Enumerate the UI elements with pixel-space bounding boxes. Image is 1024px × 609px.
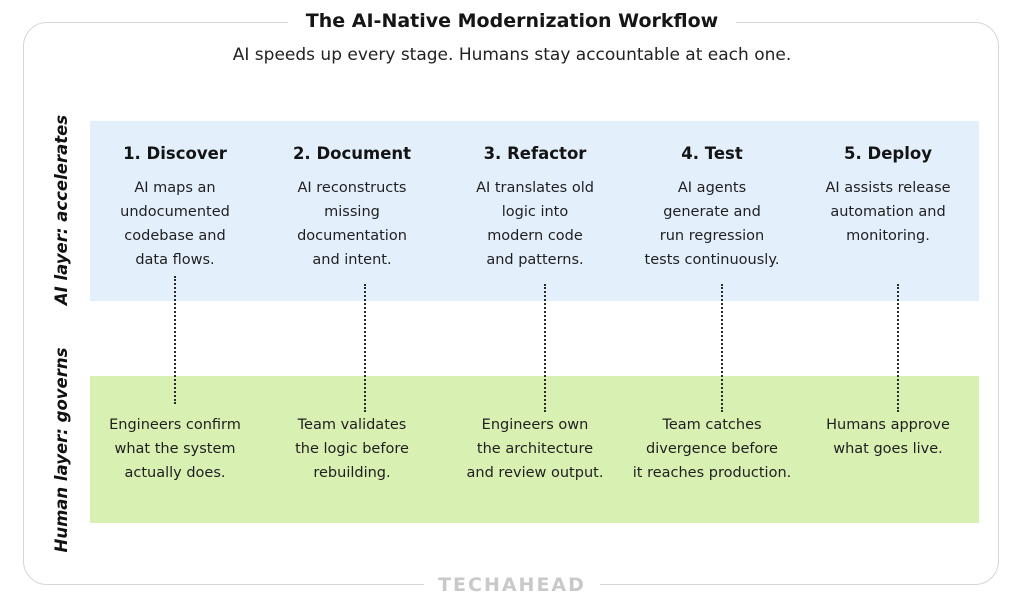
page-subtitle: AI speeds up every stage. Humans stay ac… <box>232 45 792 65</box>
human-description-line: Engineers own <box>481 417 589 433</box>
ai-description-line: AI maps an <box>134 180 216 196</box>
human-description-line: what goes live. <box>833 441 943 457</box>
ai-description-line: AI reconstructs <box>297 180 407 196</box>
page-title-wrap: The AI-Native Modernization Workflow <box>0 8 1024 34</box>
brand-logo: TECHAHEAD <box>424 574 600 596</box>
human-layer-band <box>90 376 979 523</box>
dotted-connector <box>544 284 546 412</box>
ai-description-line: and intent. <box>312 252 392 268</box>
dotted-connector <box>174 276 176 404</box>
ai-description-line: modern code <box>487 228 583 244</box>
stage-title: 2. Document <box>292 144 412 163</box>
stage-title: 3. Refactor <box>483 144 587 163</box>
ai-description-line: data flows. <box>135 252 215 268</box>
ai-description-line: tests continuously. <box>644 252 780 268</box>
page-title: The AI-Native Modernization Workflow <box>287 8 737 34</box>
human-description-line: and review output. <box>466 465 604 481</box>
stage-ai-description: AI reconstructs missing documentation and i… <box>264 176 440 272</box>
human-description-line: Engineers confirm <box>109 417 241 433</box>
human-description-line: the logic before <box>295 441 409 457</box>
ai-description-line: automation and <box>830 204 946 220</box>
dotted-connector <box>721 284 723 412</box>
human-description-line: Humans approve <box>826 417 950 433</box>
stage-title: 1. Discover <box>123 144 227 163</box>
ai-description-line: AI agents <box>677 180 747 196</box>
ai-layer-band <box>90 121 979 301</box>
human-description-line: Team validates <box>297 417 407 433</box>
human-description-line: rebuilding. <box>313 465 391 481</box>
ai-description-line: run regression <box>659 228 765 244</box>
human-description-line: it reaches production. <box>632 465 792 481</box>
ai-description-line: codebase and <box>124 228 226 244</box>
human-description-line: divergence before <box>646 441 778 457</box>
ai-description-line: undocumented <box>120 204 230 220</box>
ai-description-line: documentation <box>297 228 407 244</box>
stage-human-description: Team validates the logic before rebuilding… <box>264 413 440 485</box>
stage-ai-description: AI translates old logic into modern code an… <box>447 176 623 272</box>
ai-description-line: monitoring. <box>846 228 930 244</box>
stage-human-description: Humans approve what goes live. <box>800 413 976 461</box>
stage-ai-description: AI agents generate and run regression tests… <box>624 176 800 272</box>
ai-description-line: missing <box>324 204 380 220</box>
human-description-line: Team catches <box>662 417 762 433</box>
human-description-line: the architecture <box>476 441 594 457</box>
dotted-connector <box>364 284 366 412</box>
stage-human-description: Engineers own the architecture and review … <box>447 413 623 485</box>
human-description-line: actually does. <box>124 465 226 481</box>
stage-human-description: Team catches divergence before it reaches … <box>624 413 800 485</box>
ai-description-line: and patterns. <box>486 252 584 268</box>
ai-description-line: logic into <box>501 204 569 220</box>
stage-human-description: Engineers confirm what the system actually… <box>87 413 263 485</box>
human-description-line: what the system <box>114 441 236 457</box>
ai-layer-label: AI layer: accelerates <box>52 114 71 306</box>
stage-ai-description: AI maps an undocumented codebase and data f… <box>87 176 263 272</box>
stage-title: 4. Test <box>681 144 743 163</box>
stage-ai-description: AI assists release automation and monitori… <box>800 176 976 248</box>
dotted-connector <box>897 284 899 412</box>
brand-wrap: TECHAHEAD <box>0 574 1024 596</box>
human-layer-label: Human layer: governs <box>52 347 71 553</box>
stage-title: 5. Deploy <box>844 144 932 163</box>
ai-description-line: AI translates old <box>476 180 594 196</box>
ai-description-line: generate and <box>663 204 761 220</box>
ai-description-line: AI assists release <box>825 180 951 196</box>
